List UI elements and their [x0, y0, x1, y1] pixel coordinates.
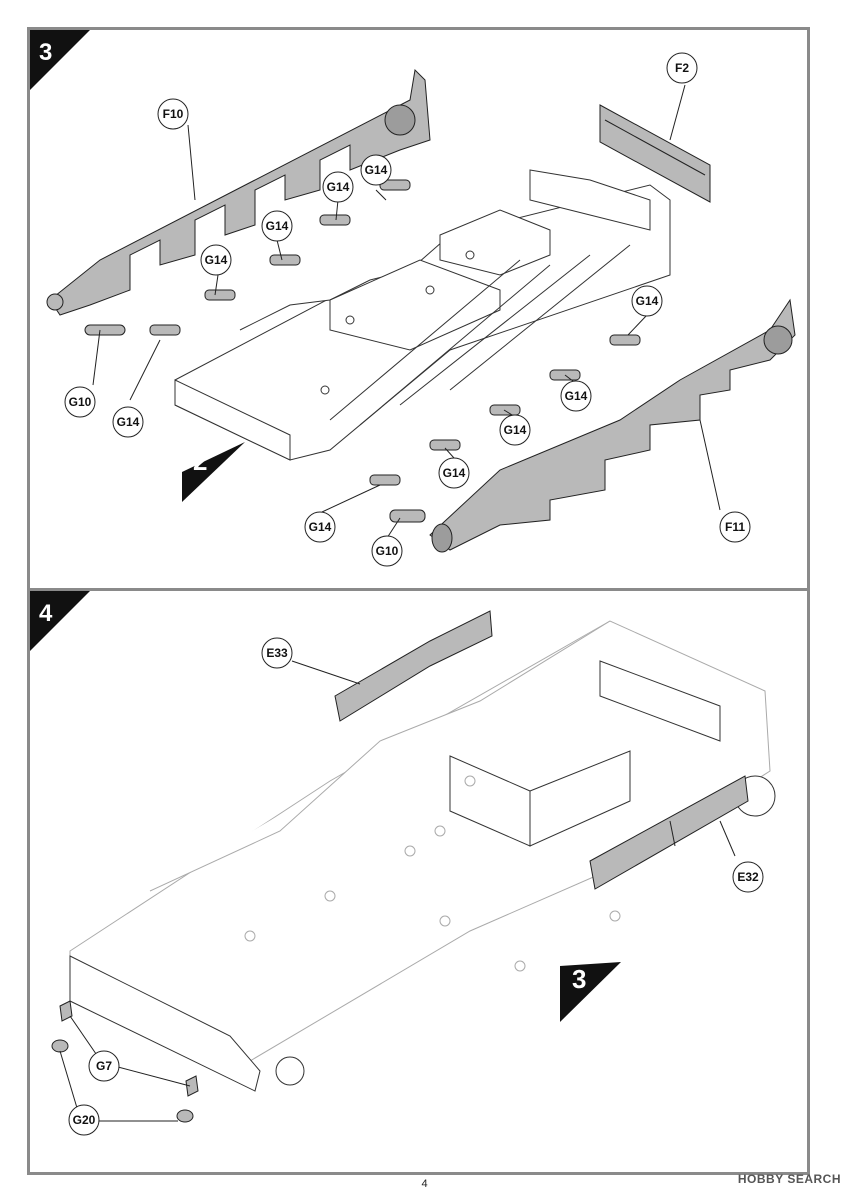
svg-text:G10: G10 [69, 395, 92, 409]
callout-G14: G14 [304, 511, 336, 543]
svg-text:G14: G14 [309, 520, 332, 534]
callout-F11: F11 [719, 511, 751, 543]
svg-text:G14: G14 [504, 423, 527, 437]
callout-G14: G14 [499, 414, 531, 446]
hull-frame [69, 620, 776, 1092]
step-3-diagram: 3 [30, 30, 796, 567]
step-3-panel: 3 [30, 30, 807, 588]
callout-E33: E33 [261, 637, 293, 669]
callout-G14: G14 [560, 380, 592, 412]
svg-text:G20: G20 [73, 1113, 96, 1127]
callout-G14: G14 [261, 210, 293, 242]
page-number: 4 [421, 1178, 428, 1190]
step-number: 3 [39, 39, 52, 66]
callout-G7: G7 [88, 1050, 120, 1082]
part-G7 [59, 1000, 199, 1097]
part-F11 [429, 298, 796, 553]
svg-text:G14: G14 [205, 253, 228, 267]
callout-F2: F2 [666, 52, 698, 84]
svg-text:G14: G14 [565, 389, 588, 403]
svg-text:G7: G7 [96, 1059, 112, 1073]
step-badge [30, 30, 90, 90]
callout-F10: F10 [157, 98, 189, 130]
callout-G14: G14 [112, 406, 144, 438]
ref-step-number: 3 [572, 964, 586, 994]
part-G20 [51, 1039, 194, 1123]
svg-text:F11: F11 [725, 520, 745, 534]
leader-lines [92, 84, 721, 539]
watermark: HOBBY SEARCH [737, 1172, 841, 1186]
svg-text:G14: G14 [266, 219, 289, 233]
ref-step-badge [182, 442, 245, 502]
svg-text:G10: G10 [376, 544, 399, 558]
svg-text:G14: G14 [443, 466, 466, 480]
callout-G10: G10 [64, 386, 96, 418]
panel-divider [27, 588, 810, 591]
step-4-panel: 4 E33 E [30, 591, 807, 1172]
svg-text:G14: G14 [327, 180, 350, 194]
svg-text:G14: G14 [117, 415, 140, 429]
callout-G20: G20 [68, 1104, 100, 1136]
ref-step-badge [560, 962, 621, 1022]
svg-text:F10: F10 [163, 107, 184, 121]
part-E33 [334, 610, 493, 722]
callout-G14: G14 [322, 171, 354, 203]
svg-text:E32: E32 [737, 870, 759, 884]
part-E32 [589, 775, 749, 890]
callout-G14: G14 [360, 154, 392, 186]
step-badge [30, 591, 90, 651]
step-4-diagram: 4 E33 E [30, 591, 776, 1136]
svg-text:F2: F2 [675, 61, 689, 75]
callout-G10: G10 [371, 535, 403, 567]
svg-text:G14: G14 [365, 163, 388, 177]
ref-step-number: 2 [193, 446, 207, 476]
part-F2 [599, 104, 711, 203]
step-number: 4 [39, 600, 53, 627]
svg-text:E33: E33 [266, 646, 288, 660]
part-F10 [46, 68, 431, 316]
callout-G14: G14 [438, 457, 470, 489]
hull-frame [174, 169, 671, 461]
svg-text:G14: G14 [636, 294, 659, 308]
callout-G14: G14 [200, 244, 232, 276]
callout-E32: E32 [732, 861, 764, 893]
callout-G14: G14 [631, 285, 663, 317]
